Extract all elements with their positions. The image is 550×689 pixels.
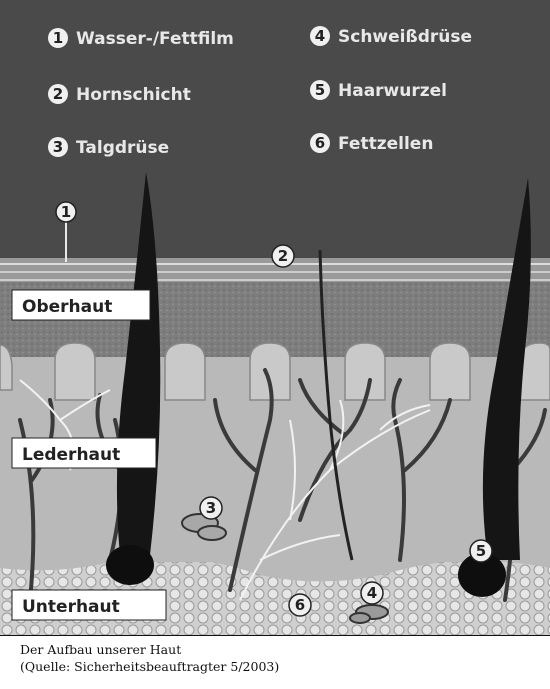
skin-diagram: 1 Wasser-/Fettfilm 2 Hornschicht 3 Talgd… <box>0 0 550 636</box>
marker-hair-root: 5 <box>470 540 492 562</box>
marker-horn-layer: 2 <box>272 245 294 267</box>
layer-label-text: Unterhaut <box>22 597 120 617</box>
skin-illustration: 1 Wasser-/Fettfilm 2 Hornschicht 3 Talgd… <box>0 0 550 635</box>
caption-title: Der Aufbau unserer Haut <box>20 641 540 658</box>
legend-number: 5 <box>315 81 325 99</box>
legend-label: Fettzellen <box>338 134 433 154</box>
marker-number: 5 <box>476 542 486 560</box>
legend-label: Talgdrüse <box>76 138 169 158</box>
dermal-papillae <box>0 343 550 400</box>
layer-label-subcutis: Unterhaut <box>12 590 166 620</box>
legend-label: Hornschicht <box>76 85 191 105</box>
marker-fat-cells: 6 <box>289 594 311 616</box>
layer-label-text: Lederhaut <box>22 445 120 465</box>
legend-label: Haarwurzel <box>338 81 447 101</box>
marker-number: 4 <box>367 584 377 602</box>
legend-number: 4 <box>315 27 325 45</box>
marker-sebaceous-gland: 3 <box>200 497 222 519</box>
marker-number: 1 <box>61 203 71 221</box>
legend-label: Wasser-/Fettfilm <box>76 29 234 49</box>
marker-sweat-gland: 4 <box>361 582 383 604</box>
marker-number: 6 <box>295 596 305 614</box>
legend-label: Schweißdrüse <box>338 27 472 47</box>
layer-label-dermis: Lederhaut <box>12 438 156 468</box>
layer-label-epidermis: Oberhaut <box>12 290 150 320</box>
marker-number: 3 <box>206 499 216 517</box>
layer-label-text: Oberhaut <box>22 297 112 317</box>
legend-number: 1 <box>53 29 63 47</box>
legend-number: 3 <box>53 138 63 156</box>
marker-number: 2 <box>278 247 288 265</box>
legend-number: 2 <box>53 85 63 103</box>
figure-caption: Der Aufbau unserer Haut (Quelle: Sicherh… <box>20 641 540 675</box>
legend-number: 6 <box>315 134 325 152</box>
caption-source: (Quelle: Sicherheitsbeauftragter 5/2003) <box>20 658 540 675</box>
legend-item: 1 Wasser-/Fettfilm <box>48 28 234 49</box>
